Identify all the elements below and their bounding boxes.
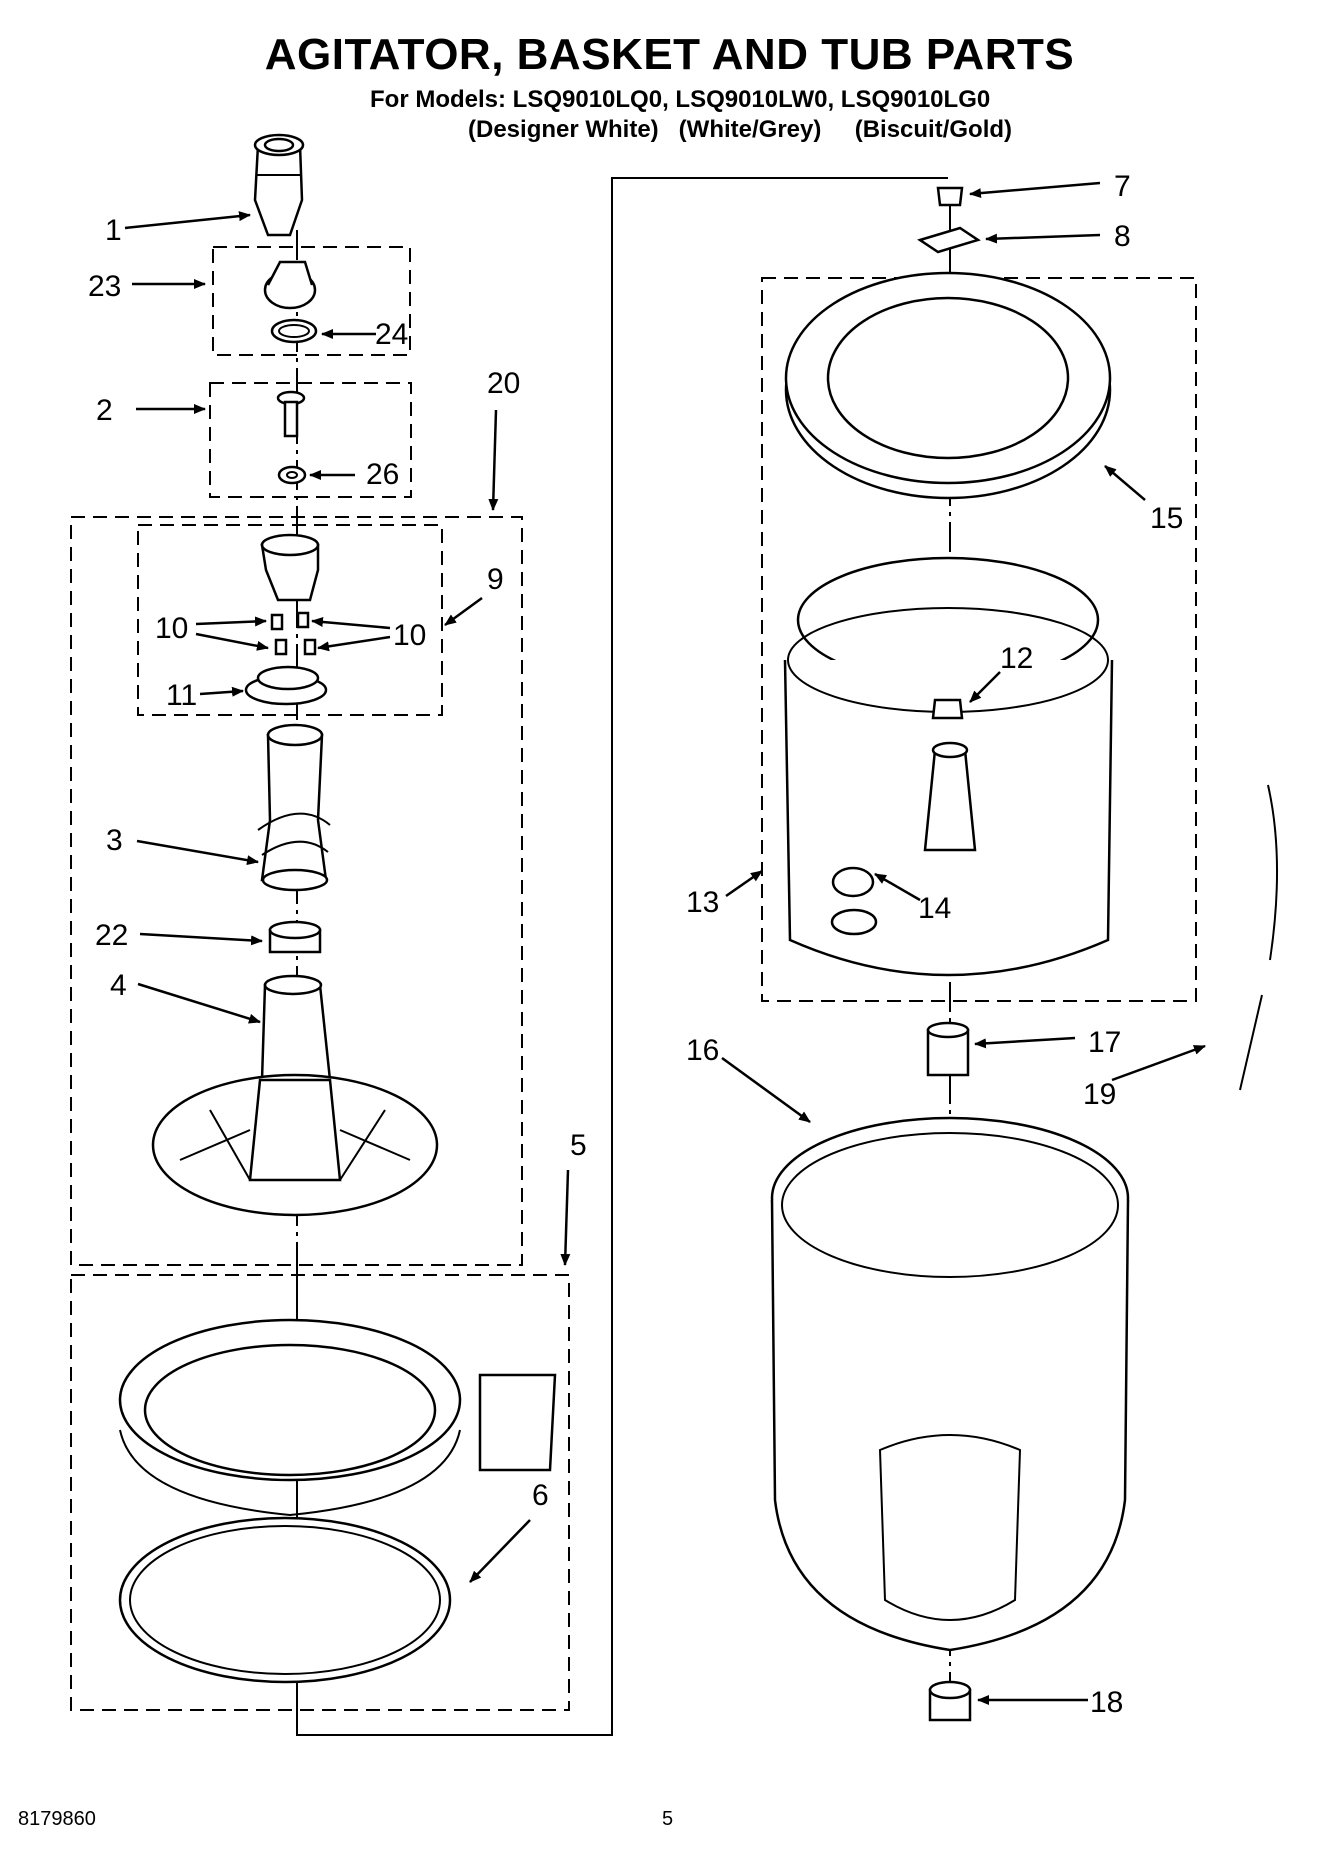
part-14-drain-plug [831,866,875,898]
callout-3: 3 [106,824,123,857]
callout-10-left: 10 [155,612,188,645]
callout-10-right: 10 [393,619,426,652]
part-15-balance-ring [784,271,1112,500]
callout-17: 17 [1088,1026,1121,1059]
callout-6: 6 [532,1479,549,1512]
callout-2: 2 [96,394,113,427]
callout-4: 4 [110,969,127,1002]
callout-8: 8 [1114,220,1131,253]
group-box-2 [209,382,412,498]
part-12-spline-nut [931,698,964,720]
callout-24: 24 [375,318,408,351]
page-number: 5 [662,1808,674,1830]
part-6-tub-seal [118,1516,452,1684]
part-9-agitator-cam [260,533,320,602]
part-26-washer [277,465,307,485]
group-box-23 [212,246,411,356]
part-1-agitator-cap [253,133,305,237]
part-23-cap-insert [263,260,317,310]
part-3-agitator-auger [257,723,331,892]
callout-26: 26 [366,458,399,491]
callout-20: 20 [487,367,520,400]
part-18-drain-fitting [928,1680,972,1722]
callout-13: 13 [686,886,719,919]
group-box-13 [761,277,1197,1002]
callout-1: 1 [105,214,122,247]
part-22-bearing [268,920,322,954]
callout-9: 9 [487,563,504,596]
part-5-tub-ring [118,1318,557,1517]
part-17-tub-fitting [926,1021,970,1077]
part-16-outer-tub [770,1116,1130,1652]
part-24-o-ring [270,318,318,344]
group-box-9 [137,524,443,716]
callout-16: 16 [686,1034,719,1067]
part-2-bolt [276,390,306,438]
callout-7: 7 [1114,170,1131,203]
page-title: AGITATOR, BASKET AND TUB PARTS [264,30,1075,79]
callout-22: 22 [95,919,128,952]
basket-hub [923,741,977,852]
group-box-5 [70,1274,570,1711]
part-11-dog-retainer [244,665,328,706]
callout-5: 5 [570,1129,587,1162]
document-number: 8179860 [18,1808,96,1830]
part-4-agitator-base [151,974,439,1217]
callout-11: 11 [166,679,197,712]
model-list: For Models: LSQ9010LQ0, LSQ9010LW0, LSQ9… [370,86,991,113]
callout-18: 18 [1090,1686,1123,1719]
callout-15: 15 [1150,502,1183,535]
part-19-hose [1239,784,1278,1091]
callout-14: 14 [918,892,951,925]
callout-23: 23 [88,270,121,303]
part-10-agitator-dogs [270,611,317,656]
callout-12: 12 [1000,642,1033,675]
part-8-bracket [917,226,981,254]
model-colors: (Designer White) (White/Grey) (Biscuit/G… [468,116,1013,143]
part-7-clip [936,186,964,207]
callout-19: 19 [1083,1078,1116,1111]
